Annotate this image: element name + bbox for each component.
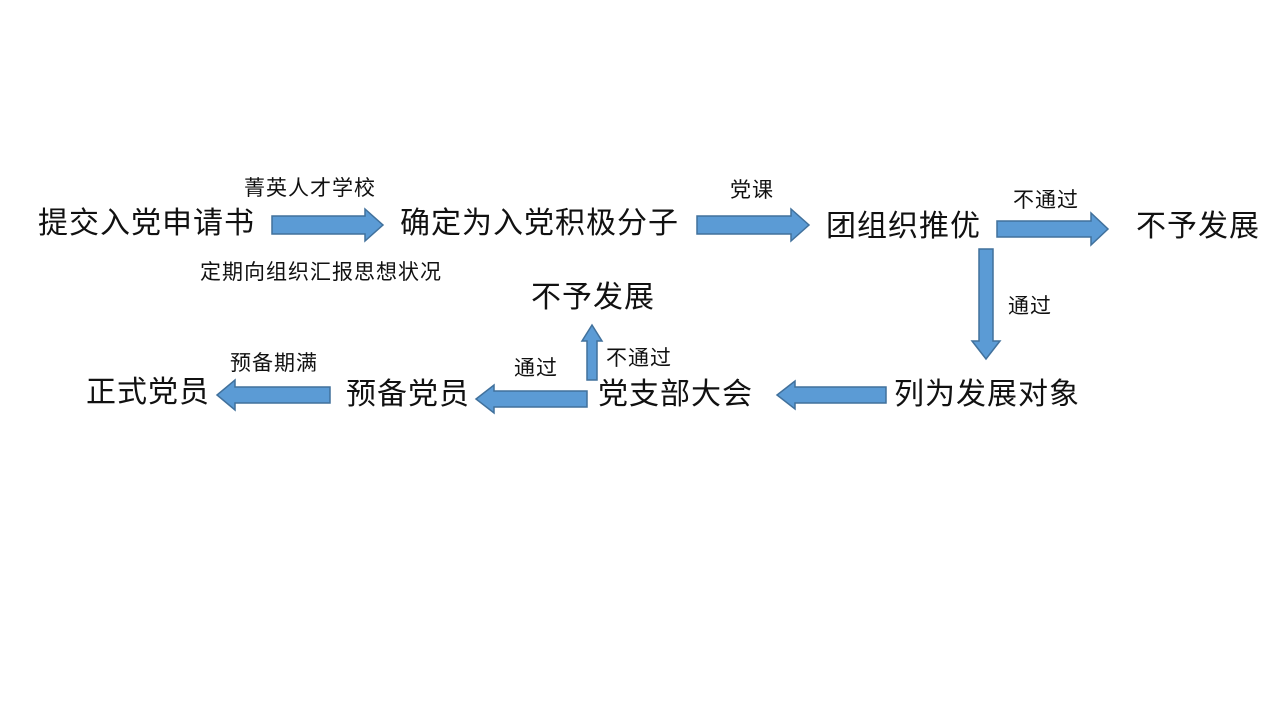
arrow-probationary-to-full [215, 378, 331, 412]
label-not-pass-1: 不通过 [1013, 188, 1079, 212]
label-party-course: 党课 [730, 178, 774, 202]
arrow-submit-to-activist [271, 207, 385, 243]
node-full-member: 正式党员 [86, 375, 210, 410]
arrow-meeting-to-probationary [474, 383, 588, 415]
label-probation-end: 预备期满 [230, 351, 318, 375]
arrow-meeting-to-not-developed [580, 323, 604, 381]
arrow-league-to-not-developed [996, 211, 1110, 247]
label-pass-1: 通过 [1008, 294, 1052, 318]
node-development-target: 列为发展对象 [894, 377, 1080, 412]
node-branch-meeting: 党支部大会 [598, 377, 753, 412]
node-not-developed-1: 不予发展 [1136, 209, 1260, 244]
label-not-pass-2: 不通过 [606, 346, 672, 370]
label-elite-school: 菁英人才学校 [244, 176, 376, 200]
arrow-league-to-target [970, 248, 1002, 361]
node-activist: 确定为入党积极分子 [400, 206, 679, 241]
label-pass-2: 通过 [514, 356, 558, 380]
node-submit-application: 提交入党申请书 [38, 206, 255, 241]
node-not-developed-2: 不予发展 [531, 280, 655, 315]
arrow-activist-to-league [696, 207, 811, 243]
arrow-target-to-meeting [775, 379, 887, 411]
node-probationary-member: 预备党员 [346, 377, 470, 412]
label-report-thoughts: 定期向组织汇报思想状况 [200, 260, 442, 284]
node-league-recommend: 团组织推优 [826, 209, 981, 244]
